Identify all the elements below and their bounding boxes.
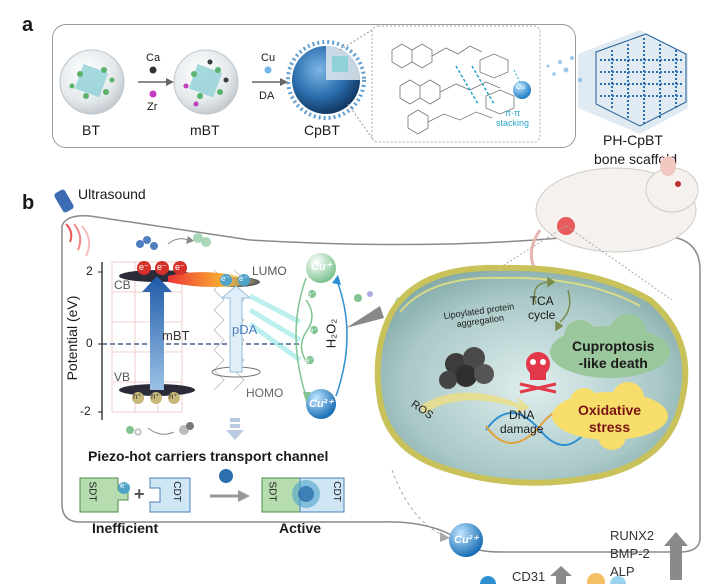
pda-structure — [391, 43, 515, 135]
panel-a-graphics — [59, 25, 688, 143]
electron-label-4: e⁻ — [221, 274, 230, 283]
hole-label-1: h⁺ — [133, 392, 142, 401]
marker-runx2: RUNX2 — [610, 528, 655, 543]
homo-label: HOMO — [246, 386, 284, 400]
step1-arrow — [138, 66, 174, 98]
cycle-electron-1: e⁻ — [307, 290, 316, 299]
mouse — [529, 156, 699, 284]
vb-holes — [132, 392, 180, 404]
cdt-label-right: CDT — [330, 481, 342, 502]
cu-2plus-label: Cu²⁺ — [309, 398, 334, 410]
oxidative-cloud — [552, 382, 668, 450]
bt-label: BT — [82, 122, 100, 138]
electron-label-1: e⁻ — [139, 262, 149, 272]
hot-carrier-flame — [168, 272, 262, 287]
panel-b-frame — [61, 214, 701, 553]
cycle-electron-3: e⁻ — [305, 356, 314, 365]
pda-excitation-arrow — [220, 285, 252, 373]
channel-title: Piezo-hot carriers transport channel — [88, 448, 329, 464]
cdt-block-left — [149, 477, 191, 513]
cu-2plus-bubble — [306, 389, 336, 419]
scaffold — [546, 30, 688, 134]
mbt-excitation-arrow — [142, 276, 172, 390]
gas-molecules — [126, 233, 211, 436]
step2-bottom-label: DA — [259, 90, 275, 102]
cb-electrons — [137, 261, 187, 275]
cu-plus-bubble — [306, 253, 336, 283]
potential-axis-label: Potential (eV) — [64, 295, 80, 381]
active-assembly — [261, 477, 345, 513]
cuproptosis-label: Cuproptosis -like death — [572, 338, 655, 371]
cycle-right — [335, 277, 348, 397]
sdt-electron-label: e⁻ — [120, 481, 129, 490]
cb-label: CB — [114, 278, 131, 292]
step1-top-label: Ca — [146, 52, 161, 64]
inefficient-label: Inefficient — [92, 520, 159, 536]
cpbt-label: CpBT — [304, 122, 340, 138]
lumo-electrons — [220, 274, 250, 286]
mbt-band-label: mBT — [162, 328, 190, 343]
mbt-particle — [173, 49, 239, 115]
electron-label-3: e⁻ — [175, 262, 185, 272]
h2o2-label: H₂O₂ — [323, 318, 339, 349]
ultrasound-label: Ultrasound — [78, 186, 146, 202]
skull-icon — [519, 352, 557, 394]
scaffold-title: PH-CpBT — [603, 132, 663, 148]
marker-alp: ALP — [610, 564, 635, 579]
light-beams — [248, 293, 302, 363]
cu-plus-label: Cu⁺ — [311, 261, 332, 273]
cdt-label-left: CDT — [170, 481, 182, 502]
electron-label-5: e⁻ — [239, 274, 248, 283]
homo-down-arrow — [226, 418, 244, 440]
ros-arrow — [420, 392, 530, 414]
ultrasound-probe — [54, 189, 91, 257]
tca-cycle — [533, 276, 571, 332]
cu-2plus-lower-bubble — [449, 523, 483, 557]
sdt-label-right: SDT — [266, 481, 278, 502]
tick-neg2: -2 — [80, 404, 91, 418]
cycle-left — [295, 277, 307, 397]
cd31-up-arrow — [550, 566, 572, 584]
cpbt-mini-icon — [219, 469, 233, 483]
cuproptosis-cloud — [550, 314, 670, 378]
cycle-electron-2: e⁻ — [309, 326, 318, 335]
product-arrow — [346, 306, 384, 328]
cu-2plus-lower-label: Cu²⁺ — [454, 534, 479, 546]
tick-0: 0 — [86, 336, 93, 350]
protein-aggregate — [439, 347, 494, 389]
pda-band-label: pDA — [232, 322, 258, 337]
plus-sign: + — [134, 484, 145, 504]
step2-arrow — [252, 66, 288, 86]
tick-2: 2 — [86, 264, 93, 278]
electron-label-2: e⁻ — [157, 262, 167, 272]
scaffold-subtitle: bone scaffold — [594, 151, 678, 167]
zoom-box — [371, 25, 541, 143]
panel-a-frame — [52, 24, 576, 148]
mbt-label: mBT — [190, 122, 220, 138]
cu-badge: Cu — [516, 84, 525, 91]
dna-label: DNA damage — [500, 408, 544, 436]
osteogenic-up-arrow — [664, 532, 688, 580]
panel-a-letter: a — [22, 14, 34, 36]
vb-label: VB — [114, 370, 131, 384]
hole-label-3: h⁺ — [169, 392, 178, 401]
step2-top-label: Cu — [261, 52, 276, 64]
sdt-label-left: SDT — [86, 481, 98, 502]
step1-bottom-label: Zr — [147, 101, 158, 113]
oxidative-label: Oxidative stress — [578, 402, 642, 435]
panel-b-letter: b — [22, 192, 35, 214]
marker-cd31: CD31 — [512, 569, 546, 584]
tca-label: TCA cycle — [528, 294, 556, 322]
hole-label-2: h⁺ — [151, 392, 160, 401]
sdt-block-left — [79, 477, 130, 513]
cpbt-particle — [286, 40, 366, 120]
pi-stacking-label: π-π stacking — [496, 108, 530, 128]
bt-particle — [59, 49, 125, 115]
marker-bmp2: BMP-2 — [610, 546, 650, 561]
active-label: Active — [279, 520, 322, 536]
lumo-label: LUMO — [252, 264, 287, 278]
